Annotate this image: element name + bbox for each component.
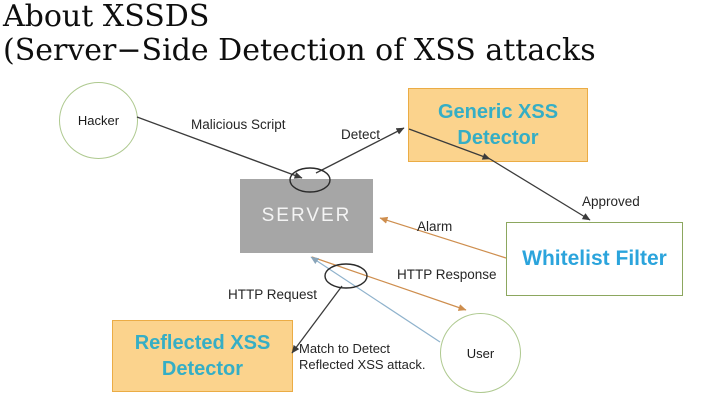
hacker-label: Hacker [77, 113, 120, 128]
http-request-label: HTTP Request [228, 287, 318, 302]
detect-label: Detect [341, 127, 381, 142]
generic-xss-detector-label-line1: Generic XSS [437, 101, 559, 123]
http-response-label: HTTP Response [397, 267, 497, 282]
generic-xss-detector-node: Generic XSS Detector [408, 88, 588, 162]
edge-http-response [311, 256, 467, 311]
match-to-detect-note: Match to Detect Reflected XSS attack. [299, 341, 425, 373]
hacker-node: Hacker [59, 82, 138, 159]
malicious-script-label: Malicious Script [191, 117, 286, 132]
server-label: SERVER [261, 205, 352, 226]
slide-title: About XSSDS (Server−Side Detection of XS… [3, 0, 596, 68]
user-node: User [440, 313, 521, 393]
reflected-xss-detector-label-line2: Detector [161, 358, 244, 380]
slide-title-line1: About XSSDS [3, 0, 210, 34]
alarm-label: Alarm [417, 219, 453, 234]
reflected-xss-detector-node: Reflected XSS Detector [112, 320, 293, 392]
approved-label: Approved [582, 194, 640, 209]
reflected-xss-detector-label-line1: Reflected XSS [134, 332, 271, 354]
generic-xss-detector-label-line2: Detector [457, 127, 539, 149]
whitelist-filter-node: Whitelist Filter [506, 222, 683, 296]
highlight-ellipse-server-output [324, 263, 368, 289]
match-note-line2: Reflected XSS attack. [299, 357, 426, 372]
whitelist-filter-label: Whitelist Filter [522, 247, 667, 270]
slide-title-line2: (Server−Side Detection of XSS attacks [3, 33, 596, 68]
server-node: SERVER [240, 179, 373, 253]
user-label: User [466, 345, 495, 361]
edge-approved [489, 158, 591, 221]
match-note-line1: Match to Detect [299, 341, 391, 356]
